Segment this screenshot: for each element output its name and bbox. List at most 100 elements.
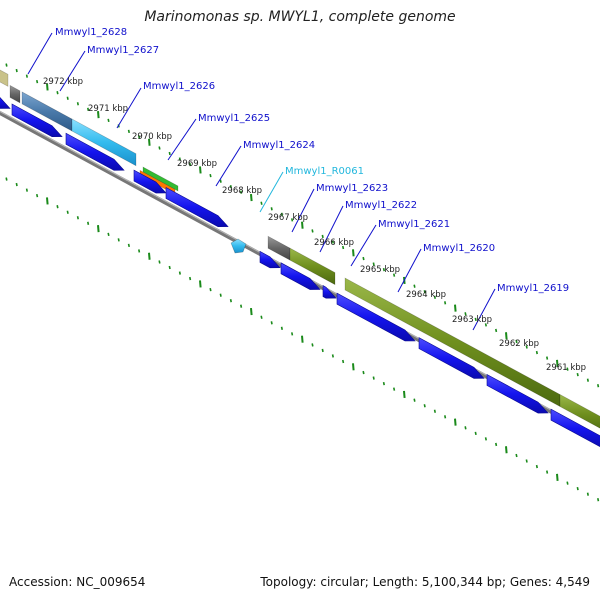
scale-tick [546, 356, 549, 360]
gene-label-2624[interactable]: Mmwyl1_2624 [243, 140, 315, 151]
label-leader-line [167, 118, 197, 161]
scale-tick [362, 256, 365, 261]
feature-bar [0, 69, 9, 87]
scale-tick [158, 146, 161, 150]
scale-tick [5, 177, 8, 181]
scale-tick [158, 260, 161, 264]
scale-tick [433, 409, 436, 413]
scale-tick [189, 276, 192, 281]
scale-tick [454, 304, 457, 312]
gene-label-2623[interactable]: Mmwyl1_2623 [316, 183, 388, 194]
label-leader-line [319, 205, 344, 253]
cds-arrow [550, 408, 600, 448]
scale-ticks-inner [5, 177, 600, 502]
kbp-label-2963: 2963 kbp [452, 315, 492, 325]
scale-tick [535, 350, 538, 355]
scale-tick [576, 372, 579, 377]
scale-tick [240, 304, 243, 308]
scale-tick [597, 384, 600, 388]
scale-tick [36, 79, 39, 84]
scale-tick [301, 221, 304, 229]
scale-tick [495, 442, 498, 447]
scale-tick [127, 129, 130, 134]
scale-tick [250, 193, 253, 202]
scale-tick [87, 221, 90, 225]
scale-tick [36, 193, 39, 198]
label-leader-line [350, 224, 377, 267]
kbp-label-2971: 2971 kbp [88, 104, 128, 114]
label-leader-line [27, 32, 53, 75]
scale-tick [321, 234, 324, 239]
gene-label-2626[interactable]: Mmwyl1_2626 [143, 81, 215, 92]
scale-tick [393, 273, 396, 277]
scale-tick [76, 102, 79, 106]
gene-label-2619[interactable]: Mmwyl1_2619 [497, 283, 569, 294]
scale-tick [566, 481, 569, 485]
scale-tick [403, 390, 406, 399]
gene-label-r0061[interactable]: Mmwyl1_R0061 [285, 166, 364, 177]
scale-tick [301, 335, 304, 343]
scale-tick [15, 68, 18, 73]
scale-tick [199, 280, 202, 288]
kbp-label-2961: 2961 kbp [546, 363, 586, 373]
kbp-label-2968: 2968 kbp [222, 186, 262, 196]
scale-tick [474, 431, 477, 436]
label-leaders [27, 32, 496, 331]
cds-arrow [0, 97, 11, 109]
gene-label-2625[interactable]: Mmwyl1_2625 [198, 113, 270, 124]
gene-label-2622[interactable]: Mmwyl1_2622 [345, 200, 417, 211]
scale-tick [291, 332, 294, 336]
scale-tick [372, 376, 375, 380]
scale-tick [444, 301, 447, 305]
scale-tick [291, 218, 294, 222]
topology-text: Topology: circular; Length: 5,100,344 bp… [260, 575, 590, 589]
gene-label-2627[interactable]: Mmwyl1_2627 [87, 45, 159, 56]
scale-tick [117, 238, 120, 242]
label-leader-line [472, 288, 496, 331]
scale-tick [178, 271, 181, 275]
gene-label-2620[interactable]: Mmwyl1_2620 [423, 243, 495, 254]
scale-tick [444, 415, 447, 419]
scale-tick [525, 459, 528, 463]
scale-tick [240, 190, 243, 194]
scale-tick [372, 262, 375, 266]
scale-tick [423, 290, 426, 294]
gene-label-2628[interactable]: Mmwyl1_2628 [55, 27, 127, 38]
scale-tick [352, 249, 355, 257]
scale-tick [168, 265, 171, 270]
cds-arrow [322, 285, 337, 299]
cds-arrow [11, 103, 63, 137]
scale-tick [87, 107, 90, 111]
feature-bar [71, 118, 137, 167]
gene-label-2621[interactable]: Mmwyl1_2621 [378, 219, 450, 230]
map-title: Marinomonas sp. MWYL1, complete genome [144, 9, 456, 25]
scale-tick [5, 63, 8, 67]
scale-tick [138, 135, 141, 139]
cds-arrow [280, 262, 321, 290]
scale-tick [25, 188, 28, 192]
scale-tick [484, 437, 487, 441]
scale-tick [382, 267, 385, 272]
scale-tick [597, 498, 600, 502]
scale-tick [209, 173, 212, 178]
cds-arrow [418, 337, 485, 379]
scale-tick [382, 381, 385, 386]
scale-tick [566, 367, 569, 371]
scale-tick [586, 492, 589, 496]
scale-tick [474, 317, 477, 322]
scale-tick [495, 328, 498, 333]
scale-tick [433, 295, 436, 299]
label-leader-line [397, 248, 422, 293]
cds-track [0, 97, 600, 448]
scale-tick [76, 216, 79, 220]
scale-tick [331, 354, 334, 358]
scale-tick [413, 284, 416, 288]
scale-tick [535, 464, 538, 469]
scale-tick [97, 111, 100, 119]
scale-tick [127, 243, 130, 248]
cds-arrow [259, 250, 281, 269]
scale-tick [556, 359, 559, 367]
kbp-label-2966: 2966 kbp [314, 238, 354, 248]
scale-tick [342, 245, 345, 250]
